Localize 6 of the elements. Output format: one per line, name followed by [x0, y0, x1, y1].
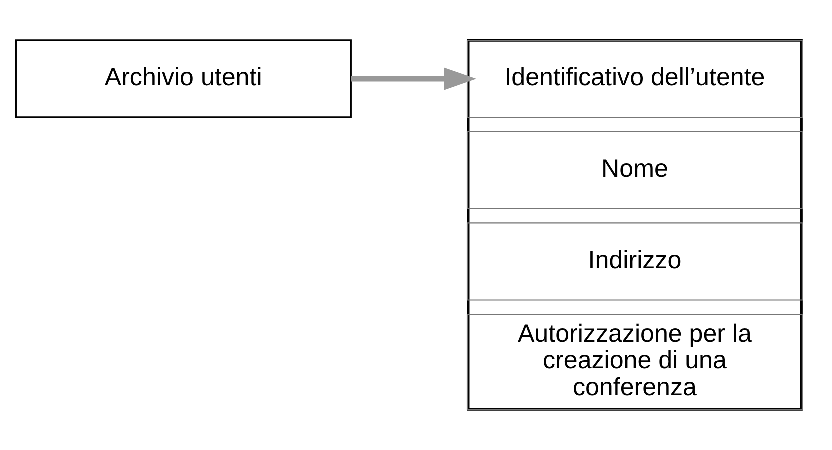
node-box: Identificativo dell’utente	[466, 40, 804, 118]
node-box: Nome	[466, 131, 804, 210]
node-box: Archivio utenti	[15, 40, 352, 118]
node-box: Indirizzo	[466, 222, 804, 301]
node-box: Autorizzazione per la creazione di una conferenza	[466, 314, 804, 410]
arrow	[351, 68, 477, 90]
